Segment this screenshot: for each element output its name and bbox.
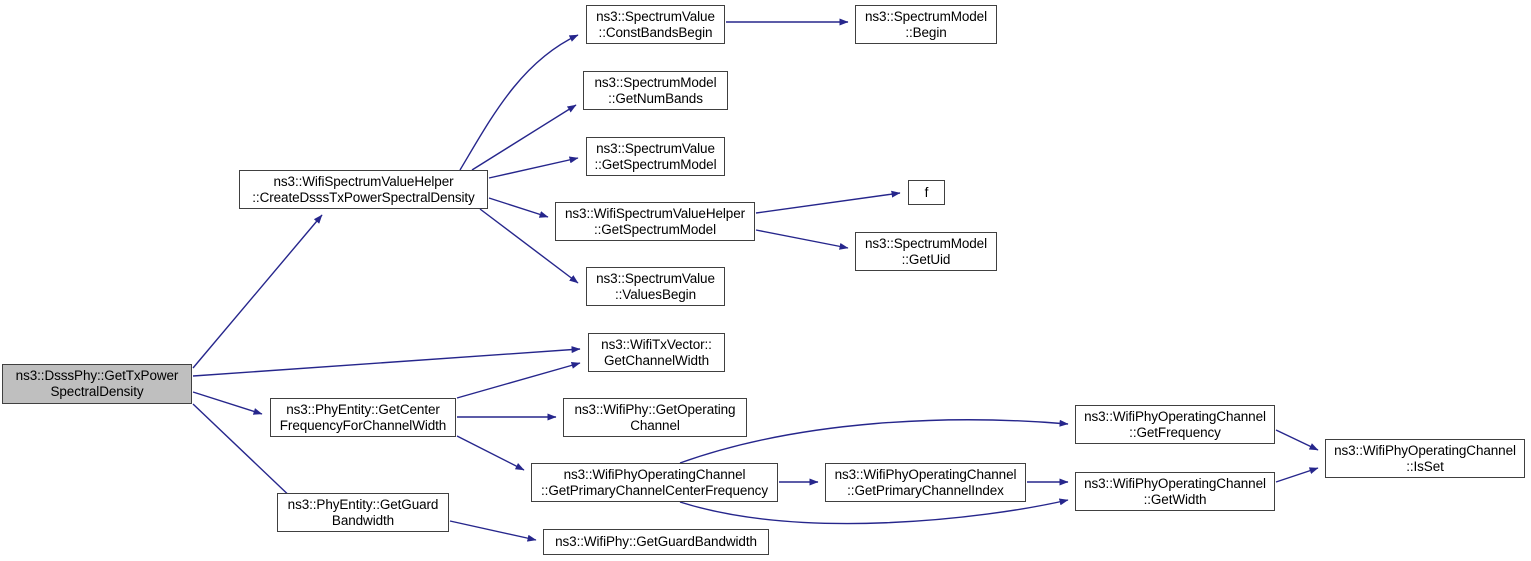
graph-node-sm_getuid[interactable]: ns3::SpectrumModel ::GetUid [855,232,997,271]
graph-node-label: f [924,184,929,200]
graph-node-label: ns3::WifiSpectrumValueHelper ::CreateDss… [252,173,475,205]
graph-edge-dsssphy_gettxpsd-to-pe_getcenterfreq [192,391,263,415]
graph-edge-pe_getcenterfreq-to-wtv_getchannelwidth [456,361,581,399]
graph-edge-dsssphy_gettxpsd-to-wtv_getchannelwidth [192,346,581,377]
graph-node-label: ns3::SpectrumModel ::Begin [864,8,987,40]
graph-node-sv_valuesbegin[interactable]: ns3::SpectrumValue ::ValuesBegin [586,267,725,306]
graph-node-label: ns3::WifiPhyOperatingChannel ::GetFreque… [1084,408,1266,440]
graph-node-label: ns3::PhyEntity::GetCenter FrequencyForCh… [279,401,447,433]
graph-edge-wsvh_getspectrummodel-to-f_node [755,190,901,214]
graph-node-wpoc_getwidth[interactable]: ns3::WifiPhyOperatingChannel ::GetWidth [1075,472,1275,511]
graph-node-wpoc_getprimaryfreq[interactable]: ns3::WifiPhyOperatingChannel ::GetPrimar… [531,463,778,502]
graph-node-label: ns3::WifiPhyOperatingChannel ::GetWidth [1084,475,1266,507]
graph-node-label: ns3::WifiPhyOperatingChannel ::GetPrimar… [834,466,1017,498]
graph-node-label: ns3::WifiPhyOperatingChannel ::GetPrimar… [541,466,768,498]
graph-node-f_node[interactable]: f [908,180,945,205]
graph-node-wpoc_isset[interactable]: ns3::WifiPhyOperatingChannel ::IsSet [1325,439,1525,478]
graph-edge-pe_getguardbw-to-wifiphy_getguardbw [449,520,537,542]
graph-edge-dsssphy_gettxpsd-to-wsvh_createdsss [192,214,323,369]
graph-node-wifiphy_getopchannel[interactable]: ns3::WifiPhy::GetOperating Channel [563,398,747,437]
graph-node-label: ns3::SpectrumValue ::ValuesBegin [596,270,715,302]
graph-node-label: ns3::WifiPhy::GetOperating Channel [574,401,736,433]
graph-node-sv_constbandsbegin[interactable]: ns3::SpectrumValue ::ConstBandsBegin [586,5,725,44]
graph-node-pe_getguardbw[interactable]: ns3::PhyEntity::GetGuard Bandwidth [277,493,449,532]
graph-node-sm_begin[interactable]: ns3::SpectrumModel ::Begin [855,5,997,44]
graph-node-wifiphy_getguardbw[interactable]: ns3::WifiPhy::GetGuardBandwidth [543,529,769,555]
graph-node-label: ns3::SpectrumModel ::GetNumBands [594,74,717,106]
graph-node-wsvh_createdsss[interactable]: ns3::WifiSpectrumValueHelper ::CreateDss… [239,170,488,209]
graph-node-wsvh_getspectrummodel[interactable]: ns3::WifiSpectrumValueHelper ::GetSpectr… [555,202,755,241]
graph-node-dsssphy_gettxpsd[interactable]: ns3::DsssPhy::GetTxPower SpectralDensity [2,364,192,404]
graph-node-sv_getspectrummodel[interactable]: ns3::SpectrumValue ::GetSpectrumModel [586,137,725,176]
graph-node-label: ns3::PhyEntity::GetGuard Bandwidth [287,496,439,528]
graph-edge-wpoc_getprimaryfreq-to-wpoc_getwidth [679,498,1069,525]
graph-edge-wpoc_getwidth-to-wpoc_isset [1275,467,1319,483]
graph-node-wpoc_getprimaryindex[interactable]: ns3::WifiPhyOperatingChannel ::GetPrimar… [825,463,1026,502]
graph-edge-wsvh_createdsss-to-sv_getspectrummodel [488,156,579,179]
graph-node-label: ns3::SpectrumValue ::GetSpectrumModel [594,140,717,172]
graph-edge-wsvh_createdsss-to-wsvh_getspectrummodel [488,197,549,218]
graph-edge-pe_getcenterfreq-to-wpoc_getprimaryfreq [456,435,525,471]
graph-node-label: ns3::DsssPhy::GetTxPower SpectralDensity [15,368,179,399]
graph-node-label: ns3::SpectrumModel ::GetUid [864,235,987,267]
graph-node-label: ns3::SpectrumValue ::ConstBandsBegin [596,8,715,40]
graph-edge-wsvh_createdsss-to-sv_constbandsbegin [459,34,579,171]
graph-edge-wpoc_getfrequency-to-wpoc_isset [1275,429,1319,451]
graph-node-label: ns3::WifiPhy::GetGuardBandwidth [555,534,757,550]
graph-edge-wsvh_getspectrummodel-to-sm_getuid [755,229,849,250]
graph-node-wpoc_getfrequency[interactable]: ns3::WifiPhyOperatingChannel ::GetFreque… [1075,405,1275,444]
graph-node-label: ns3::WifiPhyOperatingChannel ::IsSet [1334,442,1516,474]
graph-node-pe_getcenterfreq[interactable]: ns3::PhyEntity::GetCenter FrequencyForCh… [270,398,456,437]
graph-node-label: ns3::WifiSpectrumValueHelper ::GetSpectr… [564,205,746,237]
graph-node-label: ns3::WifiTxVector:: GetChannelWidth [601,336,712,368]
graph-node-wtv_getchannelwidth[interactable]: ns3::WifiTxVector:: GetChannelWidth [588,333,725,372]
graph-edge-wsvh_createdsss-to-sm_getnumbands [471,104,577,171]
graph-node-sm_getnumbands[interactable]: ns3::SpectrumModel ::GetNumBands [583,71,728,110]
